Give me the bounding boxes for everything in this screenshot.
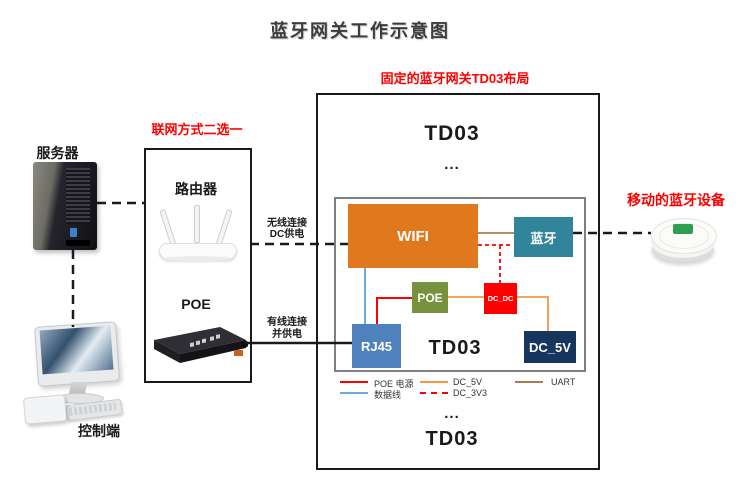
wifi-module: WIFI	[348, 204, 478, 268]
legend-swatch-poe-power	[340, 381, 368, 383]
legend-swatch-dc3v3	[420, 392, 448, 394]
gateway-outer-box	[316, 93, 600, 470]
legend-swatch-uart	[515, 381, 543, 383]
poe-switch-label: POE	[181, 296, 211, 312]
server-tower-icon	[30, 160, 100, 256]
wired-label-line1: 有线连接	[267, 317, 307, 328]
td03-mid-label: TD03	[428, 337, 482, 359]
gateway-inner-box	[334, 197, 586, 372]
td03-top-label: TD03	[424, 122, 480, 145]
bluetooth-beacon-icon	[650, 210, 718, 268]
poe-module: POE	[412, 282, 448, 313]
network-choice-box	[144, 148, 252, 383]
legend-label-data-line: 数据线	[374, 390, 402, 400]
poe-switch-icon	[146, 320, 248, 368]
legend-label-dc3v3: DC_3V3	[453, 388, 488, 398]
dc5v-module: DC_5V	[524, 331, 576, 363]
page-title: 蓝牙网关工作示意图	[270, 21, 450, 41]
legend-label-dc5v: DC_5V	[453, 377, 483, 387]
td03-bottom-label: TD03	[425, 428, 479, 450]
legend-swatch-data-line	[340, 392, 368, 394]
beacon-label	[673, 224, 693, 234]
dcdc-module: DC_DC	[484, 283, 517, 314]
wireless-label-line2: DC供电	[269, 229, 305, 240]
fixed-gateway-caption: 固定的蓝牙网关TD03布局	[380, 71, 530, 86]
bluetooth-module: 蓝牙	[514, 217, 573, 257]
wireless-label-line1: 无线连接	[267, 218, 307, 229]
rj45-module: RJ45	[352, 324, 401, 368]
server-label: 服务器	[36, 145, 79, 161]
mobile-device-caption: 移动的蓝牙设备	[627, 192, 725, 208]
legend-label-poe-power: POE 电源	[374, 379, 414, 389]
control-terminal-label: 控制端	[78, 423, 120, 439]
control-terminal-icon	[22, 320, 124, 428]
legend-label-uart: UART	[551, 377, 576, 387]
router-icon	[155, 205, 240, 263]
ellipsis-top: ...	[444, 156, 460, 173]
ellipsis-bottom: ...	[444, 405, 460, 422]
wired-label-line2: 并供电	[272, 329, 302, 340]
router-label: 路由器	[175, 181, 217, 197]
network-choice-caption: 联网方式二选一	[151, 122, 243, 137]
legend-swatch-dc5v	[420, 381, 448, 383]
